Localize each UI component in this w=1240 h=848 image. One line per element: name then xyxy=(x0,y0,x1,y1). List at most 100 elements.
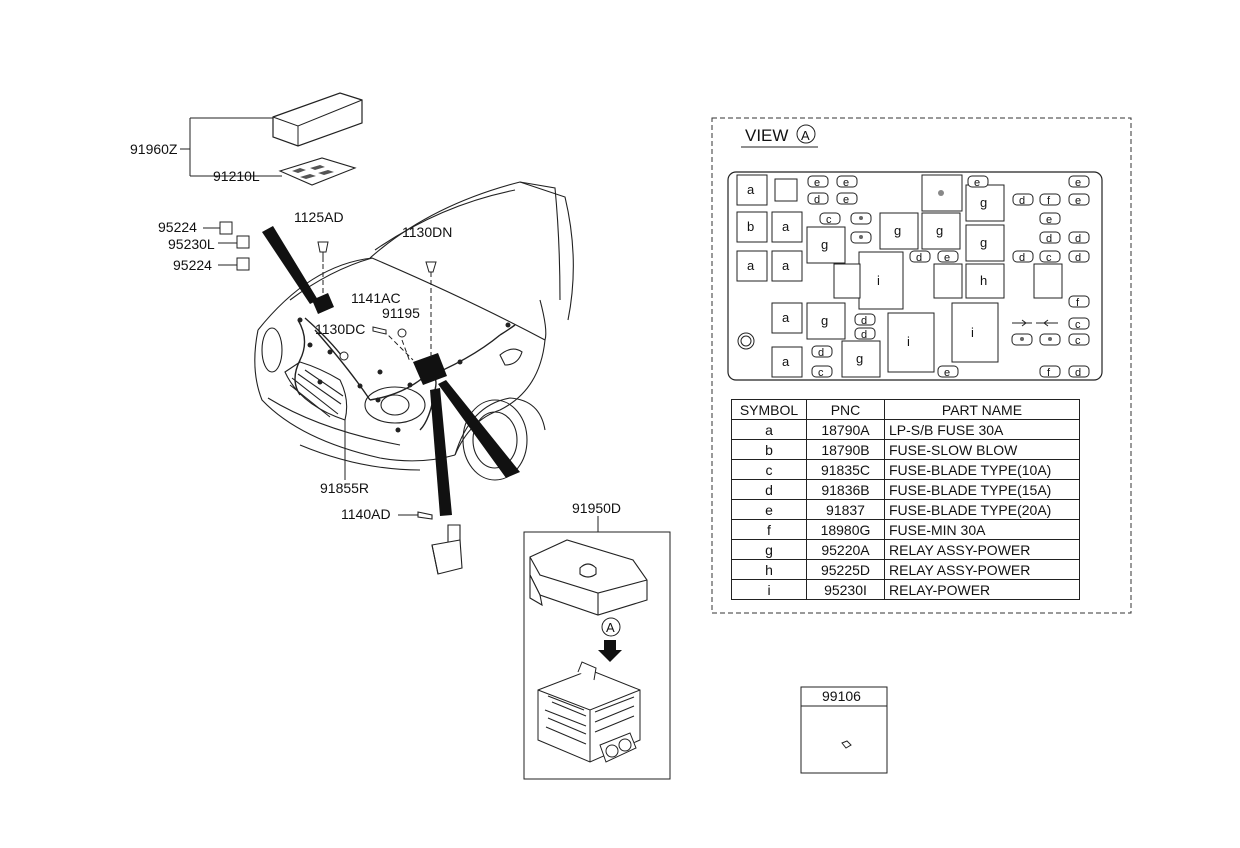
label-i: i xyxy=(907,334,910,349)
cell-pnc[interactable]: 95225D xyxy=(806,559,885,580)
cell-pnc[interactable]: 95220A xyxy=(806,539,885,560)
svg-text:A: A xyxy=(606,620,615,635)
fuse-cover-group xyxy=(180,92,363,186)
callout-95230L: 95230L xyxy=(168,236,215,252)
label-g: g xyxy=(936,223,943,238)
callout-91950D: 91950D xyxy=(572,500,621,516)
label-h: h xyxy=(980,273,987,288)
cell-pnc[interactable]: 18790B xyxy=(806,439,885,460)
junction-box-frame xyxy=(523,531,671,780)
car-front-illustration xyxy=(254,181,574,481)
svg-text:d: d xyxy=(1075,252,1081,264)
svg-text:e: e xyxy=(843,177,849,189)
svg-text:e: e xyxy=(944,252,950,264)
cell-part-name: LP-S/B FUSE 30A xyxy=(884,419,1080,440)
callout-91210L: 91210L xyxy=(213,168,260,184)
svg-text:e: e xyxy=(814,177,820,189)
cell-pnc[interactable]: 18790A xyxy=(806,419,885,440)
label-a: a xyxy=(782,258,790,273)
label-99106-icon xyxy=(841,740,852,749)
cell-pnc[interactable]: 91836B xyxy=(806,479,885,500)
bracket-part xyxy=(398,511,463,575)
label-a: a xyxy=(782,310,790,325)
label-g: g xyxy=(856,351,863,366)
label-a: a xyxy=(747,182,755,197)
label-g: g xyxy=(821,313,828,328)
label-g: g xyxy=(980,195,987,210)
svg-text:d: d xyxy=(1019,252,1025,264)
svg-text:c: c xyxy=(1075,319,1081,331)
callout-1141AC: 1141AC xyxy=(351,290,401,306)
svg-text:d: d xyxy=(814,194,820,206)
callout-91960Z: 91960Z xyxy=(130,141,178,157)
cell-symbol: i xyxy=(731,579,807,600)
callout-1130DC: 1130DC xyxy=(315,321,365,337)
view-title: VIEW xyxy=(745,126,788,145)
cell-symbol: a xyxy=(731,419,807,440)
label-a: a xyxy=(782,219,790,234)
cell-pnc[interactable]: 18980G xyxy=(806,519,885,540)
svg-text:c: c xyxy=(818,367,824,379)
label-b: b xyxy=(747,219,754,234)
callout-1125AD: 1125AD xyxy=(294,209,344,225)
svg-text:e: e xyxy=(944,367,950,379)
callout-99106: 99106 xyxy=(822,688,861,704)
cell-pnc[interactable]: 91835C xyxy=(806,459,885,480)
fuse-box-layout xyxy=(736,174,1090,378)
cell-part-name: RELAY ASSY-POWER xyxy=(884,539,1080,560)
cell-part-name: FUSE-BLADE TYPE(15A) xyxy=(884,479,1080,500)
svg-text:f: f xyxy=(1076,297,1080,309)
cell-part-name: FUSE-BLADE TYPE(20A) xyxy=(884,499,1080,520)
cell-pnc[interactable]: 95230I xyxy=(806,579,885,600)
svg-text:d: d xyxy=(861,315,867,327)
cell-symbol: f xyxy=(731,519,807,540)
label-99106-frame xyxy=(800,686,888,774)
svg-text:e: e xyxy=(974,177,980,189)
relay-group xyxy=(203,221,250,271)
label-g: g xyxy=(821,237,828,252)
svg-text:e: e xyxy=(1075,177,1081,189)
pointer-ribbons xyxy=(262,226,520,516)
junction-box-body xyxy=(537,661,641,763)
fasteners xyxy=(317,241,437,361)
label-a: a xyxy=(747,258,755,273)
cell-symbol: g xyxy=(731,539,807,560)
cell-symbol: e xyxy=(731,499,807,520)
svg-text:d: d xyxy=(818,347,824,359)
svg-text:d: d xyxy=(1075,367,1081,379)
cell-symbol: c xyxy=(731,459,807,480)
view-marker: A xyxy=(801,128,810,143)
junction-box-cover xyxy=(529,539,648,616)
cell-part-name: RELAY ASSY-POWER xyxy=(884,559,1080,580)
svg-text:c: c xyxy=(1046,252,1052,264)
svg-text:d: d xyxy=(1075,233,1081,245)
leader-lines xyxy=(322,256,432,363)
cell-symbol: d xyxy=(731,479,807,500)
svg-text:f: f xyxy=(1047,367,1051,379)
view-a-panel xyxy=(711,117,1132,614)
cell-symbol: b xyxy=(731,439,807,460)
table-header-row: SYMBOL PNC PART NAME xyxy=(731,399,1080,420)
label-g: g xyxy=(894,223,901,238)
cell-pnc[interactable]: 91837 xyxy=(806,499,885,520)
callout-95224-top: 95224 xyxy=(158,219,197,235)
svg-text:f: f xyxy=(1047,195,1051,207)
cell-part-name: FUSE-MIN 30A xyxy=(884,519,1080,540)
cell-part-name: FUSE-SLOW BLOW xyxy=(884,439,1080,460)
marker-A-arrow: A xyxy=(598,617,622,662)
cell-part-name: FUSE-BLADE TYPE(10A) xyxy=(884,459,1080,480)
view-marker-circle xyxy=(796,124,816,144)
svg-text:e: e xyxy=(1075,195,1081,207)
svg-text:d: d xyxy=(861,329,867,341)
svg-text:d: d xyxy=(1046,233,1052,245)
svg-text:d: d xyxy=(1019,195,1025,207)
callout-1140AD: 1140AD xyxy=(341,506,391,522)
